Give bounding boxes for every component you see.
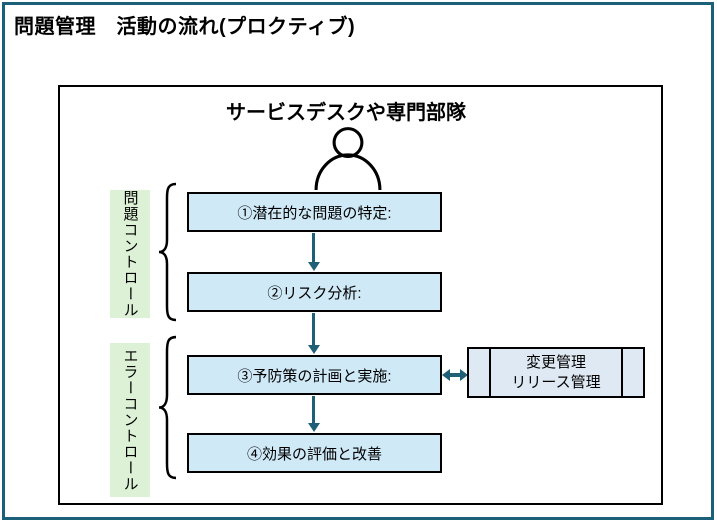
down-arrow-icon bbox=[303, 313, 324, 354]
step-box-1: ①潜在的な問題の特定: bbox=[187, 192, 442, 232]
left-right-arrow-icon bbox=[442, 368, 468, 382]
step-box-2: ②リスク分析: bbox=[187, 272, 442, 312]
person-icon bbox=[314, 127, 382, 190]
side-box-line2: リリース管理 bbox=[511, 373, 601, 391]
panel-header: サービスデスクや専門部隊 bbox=[226, 102, 466, 124]
curly-brace-icon bbox=[158, 335, 177, 480]
page-title: 問題管理 活動の流れ(プロクティブ) bbox=[14, 16, 356, 38]
down-arrow-icon bbox=[303, 233, 324, 271]
side-box-left-bar bbox=[489, 349, 491, 396]
down-arrow-icon bbox=[303, 396, 324, 432]
group-label-problem-control: 問題コントロール bbox=[110, 190, 150, 318]
curly-brace-icon bbox=[158, 182, 177, 322]
side-box-label: 変更管理 リリース管理 bbox=[511, 353, 600, 392]
side-box-line1: 変更管理 bbox=[525, 354, 586, 371]
step-box-4: ④効果の評価と改善 bbox=[187, 433, 442, 473]
group-label-error-control: エラーコントロール bbox=[110, 343, 150, 497]
side-box-change-release: 変更管理 リリース管理 bbox=[467, 347, 645, 398]
side-box-right-bar bbox=[621, 349, 623, 396]
step-box-3: ③予防策の計画と実施: bbox=[187, 355, 442, 395]
